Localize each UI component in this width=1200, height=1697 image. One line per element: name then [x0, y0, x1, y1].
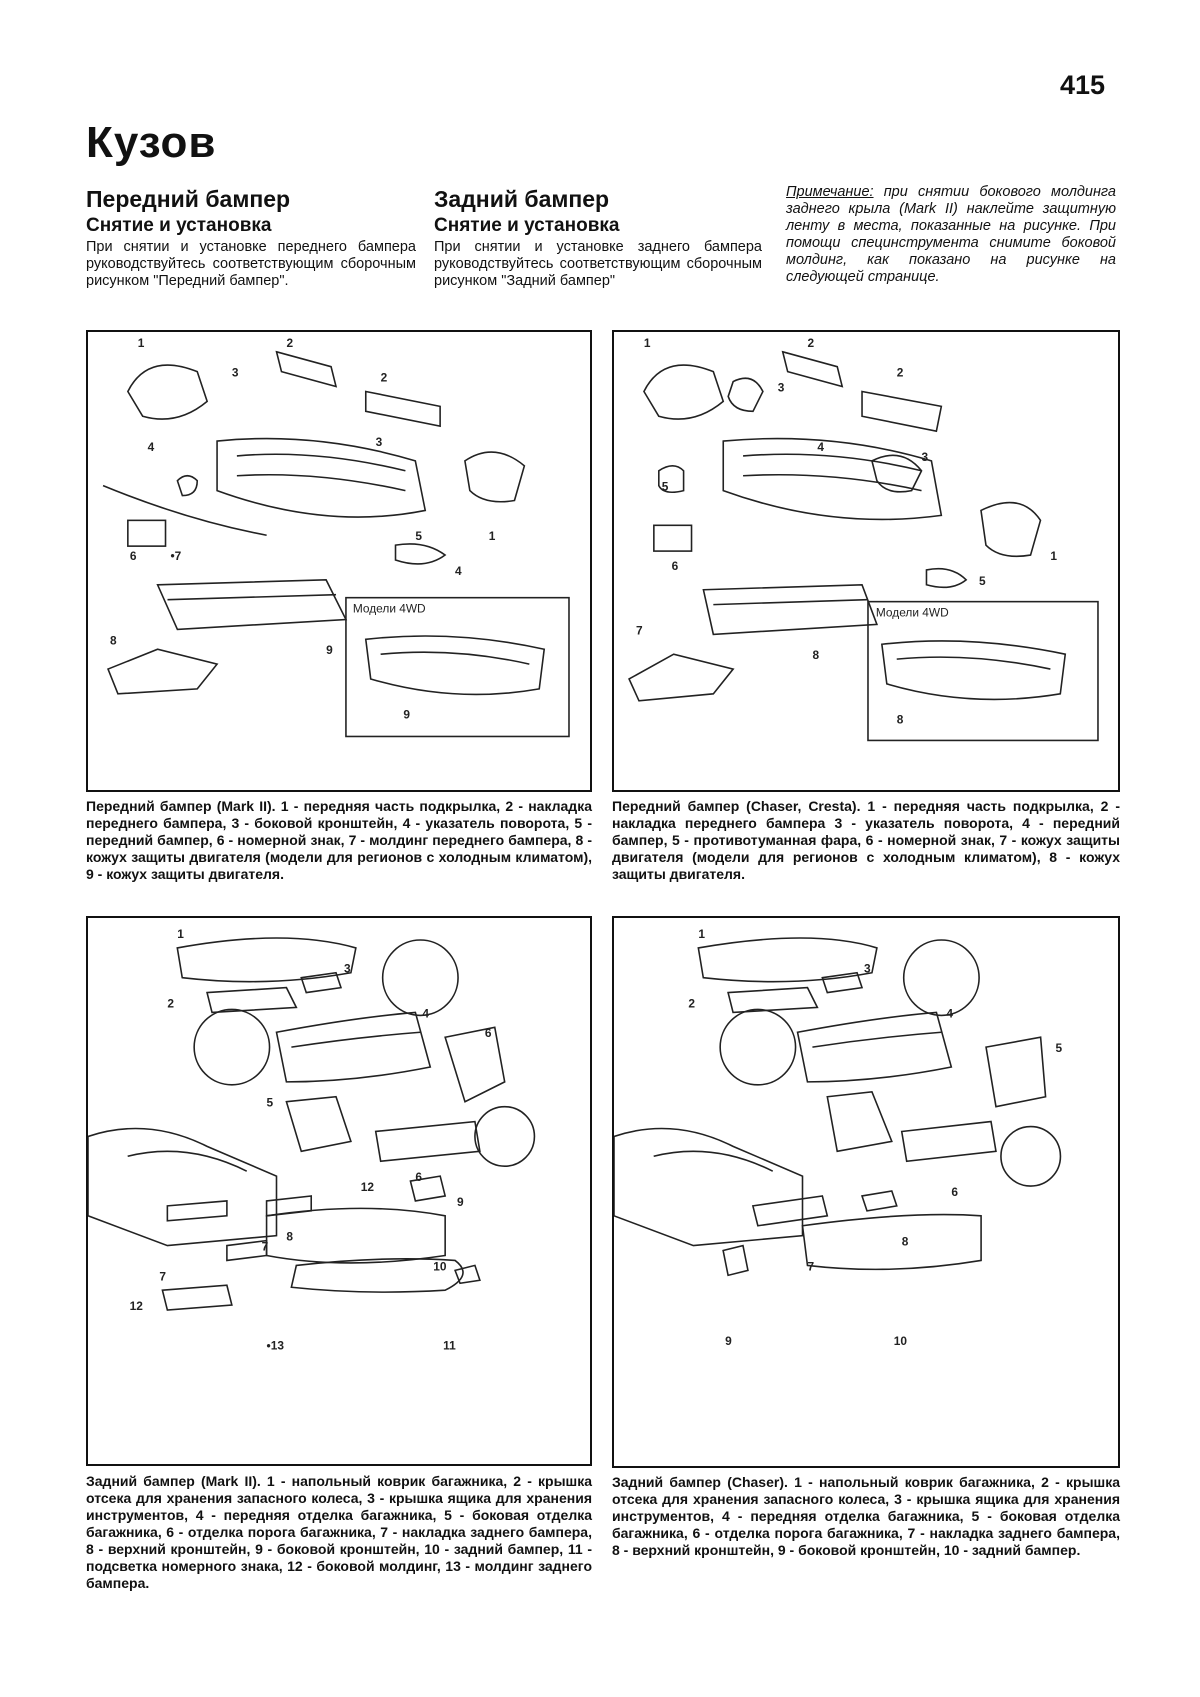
- rear-bumper-heading: Задний бампер: [434, 186, 610, 212]
- fig2-caption: Передний бампер (Chaser, Cresta). 1 - пе…: [612, 798, 1120, 882]
- fig2-callout-2b: 2: [897, 366, 904, 380]
- fig3-callout-1: 1: [177, 927, 184, 941]
- fig4-callout-7: 7: [807, 1259, 814, 1273]
- front-bumper-subheading: Снятие и установка: [86, 215, 272, 236]
- fig3-callout-12b: 12: [130, 1299, 144, 1313]
- fig2-callout-7: 7: [636, 623, 643, 637]
- note-block: Примечание: при снятии бокового молдинга…: [786, 184, 1116, 286]
- fig3-callout-10: 10: [433, 1259, 447, 1273]
- fig2-callout-6: 6: [672, 559, 679, 573]
- fig1-callout-2b: 2: [381, 371, 388, 385]
- fig2-callout-3b: 3: [922, 450, 929, 464]
- figure-rear-bumper-mark2-drawing: 1 3 2 4 6 5 6 12 9 7 8 7 10 12 •13 11: [88, 927, 536, 1353]
- note-text: при снятии бокового молдинга заднего кры…: [786, 184, 1116, 285]
- fig2-callout-4: 4: [817, 440, 824, 454]
- fig3-callout-6a: 6: [485, 1026, 492, 1040]
- fig2-callout-8a: 8: [812, 648, 819, 662]
- rear-bumper-text: При снятии и установке заднего бампера р…: [434, 239, 762, 289]
- fig3-callout-3: 3: [344, 962, 351, 976]
- fig4-callout-2: 2: [688, 996, 695, 1010]
- fig1-callout-4a: 4: [148, 440, 155, 454]
- fig3-callout-5: 5: [267, 1096, 274, 1110]
- fig4-callout-9: 9: [725, 1334, 732, 1348]
- fig1-callout-1b: 1: [489, 529, 496, 543]
- fig2-callout-2a: 2: [808, 336, 815, 350]
- note-label: Примечание:: [786, 184, 874, 200]
- front-bumper-heading: Передний бампер: [86, 186, 291, 212]
- fig1-caption: Передний бампер (Mark II). 1 - передняя …: [86, 798, 592, 882]
- fig1-callout-4b: 4: [455, 564, 462, 578]
- fig1-callout-7: •7: [170, 549, 181, 563]
- fig1-callout-9a: 9: [326, 643, 333, 657]
- fig2-callout-1b: 1: [1050, 549, 1057, 563]
- fig3-caption: Задний бампер (Mark II). 1 - напольный к…: [86, 1473, 592, 1591]
- rear-bumper-section: Задний бампер Снятие и установка При сня…: [434, 186, 762, 290]
- front-bumper-section: Передний бампер Снятие и установка При с…: [86, 186, 416, 290]
- fig3-callout-6b: 6: [415, 1170, 422, 1184]
- fig4-callout-8: 8: [902, 1235, 909, 1249]
- fig3-callout-12a: 12: [361, 1180, 375, 1194]
- fig3-callout-2: 2: [167, 996, 174, 1010]
- fig4-callout-4: 4: [946, 1006, 953, 1020]
- figure-rear-bumper-chaser-drawing: 1 3 2 4 5 6 8 7 9 10: [614, 927, 1062, 1348]
- fig1-inset-label: Модели 4WD: [353, 602, 426, 616]
- fig2-callout-3a: 3: [778, 380, 785, 394]
- fig4-callout-5: 5: [1055, 1041, 1062, 1055]
- figure-rear-bumper-chaser: 1 3 2 4 5 6 8 7 9 10: [612, 916, 1120, 1468]
- fig4-callout-10: 10: [894, 1334, 908, 1348]
- fig1-callout-8: 8: [110, 633, 117, 647]
- fig4-callout-1: 1: [698, 927, 705, 941]
- figure-front-bumper-chaser: 1 2 3 2 3 4 5 1 6 5 7 8 8 Модели 4WD: [612, 330, 1120, 792]
- fig3-callout-11: 11: [443, 1339, 456, 1353]
- fig1-callout-5: 5: [415, 529, 422, 543]
- fig1-callout-3a: 3: [232, 366, 239, 380]
- figure-front-bumper-mark2: 1 2 3 2 4 3 1 5 4 6 •7 8 9 9 Модели 4WD: [86, 330, 592, 792]
- fig3-callout-7a: 7: [262, 1240, 269, 1254]
- fig2-callout-8b: 8: [897, 713, 904, 727]
- fig1-callout-3b: 3: [376, 435, 383, 449]
- fig3-callout-9: 9: [457, 1195, 464, 1209]
- fig1-callout-2a: 2: [286, 336, 293, 350]
- fig1-callout-1a: 1: [138, 336, 145, 350]
- page-number: 415: [1060, 70, 1106, 100]
- fig1-callout-6: 6: [130, 549, 137, 563]
- rear-bumper-subheading: Снятие и установка: [434, 215, 620, 236]
- fig3-callout-8: 8: [286, 1230, 293, 1244]
- fig3-callout-13: •13: [267, 1339, 285, 1353]
- fig2-callout-5b: 5: [979, 574, 986, 588]
- chapter-title: Кузов: [86, 118, 217, 167]
- fig4-caption: Задний бампер (Chaser). 1 - напольный ко…: [612, 1474, 1120, 1558]
- fig3-callout-4: 4: [422, 1006, 429, 1020]
- fig2-callout-1a: 1: [644, 336, 651, 350]
- fig2-callout-5a: 5: [662, 480, 669, 494]
- fig4-callout-6: 6: [951, 1185, 958, 1199]
- fig4-callout-3: 3: [864, 962, 871, 976]
- figure-front-bumper-mark2-drawing: 1 2 3 2 4 3 1 5 4 6 •7 8 9 9 Модели 4WD: [102, 336, 570, 738]
- fig3-callout-7b: 7: [159, 1269, 166, 1283]
- front-bumper-text: При снятии и установке переднего бампера…: [86, 239, 416, 289]
- figure-front-bumper-chaser-drawing: 1 2 3 2 3 4 5 1 6 5 7 8 8 Модели 4WD: [628, 336, 1099, 742]
- fig1-callout-9b: 9: [403, 708, 410, 722]
- fig2-inset-label: Модели 4WD: [876, 606, 949, 620]
- figure-rear-bumper-mark2: 1 3 2 4 6 5 6 12 9 7 8 7 10 12 •13 11: [86, 916, 592, 1466]
